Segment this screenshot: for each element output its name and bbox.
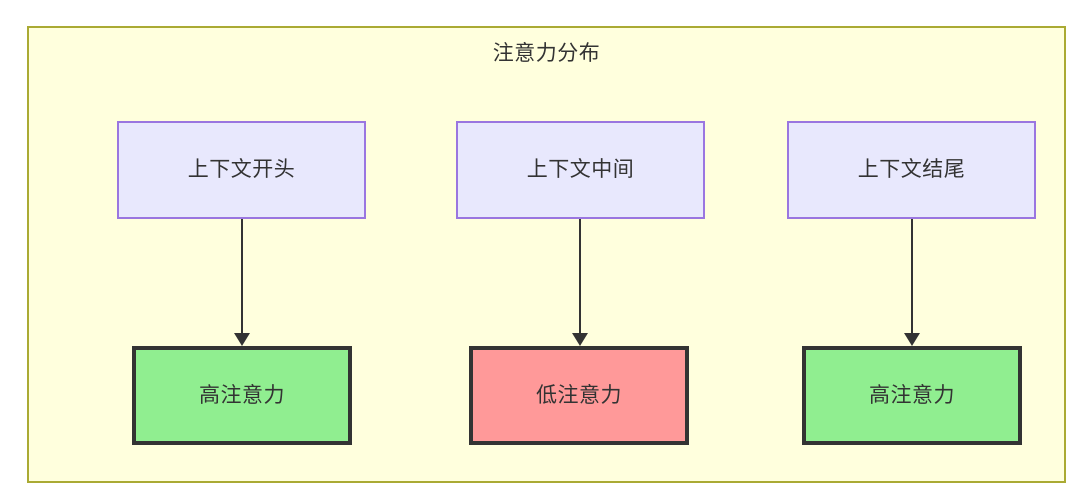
node-context-end[interactable]: 上下文结尾 — [787, 121, 1036, 219]
edge-context-start-to-high-attention — [234, 219, 250, 346]
edge-context-end-to-high-attention — [904, 219, 920, 346]
node-high-attention-end[interactable]: 高注意力 — [802, 346, 1022, 445]
node-context-start-label: 上下文开头 — [187, 158, 296, 181]
edge-context-middle-to-low-attention — [572, 219, 588, 346]
attention-distribution-subgraph: 注意力分布 上下文开头 上下文中间 上下文结尾 高注意力 低注意力 高注意力 — [27, 26, 1066, 483]
node-low-attention-middle-label: 低注意力 — [536, 383, 622, 407]
node-context-middle-label: 上下文中间 — [526, 158, 635, 181]
node-context-start[interactable]: 上下文开头 — [117, 121, 366, 219]
node-low-attention-middle[interactable]: 低注意力 — [469, 346, 689, 445]
node-context-end-label: 上下文结尾 — [857, 158, 966, 181]
node-context-middle[interactable]: 上下文中间 — [456, 121, 705, 219]
subgraph-title: 注意力分布 — [492, 42, 601, 65]
node-high-attention-start-label: 高注意力 — [199, 383, 285, 407]
node-high-attention-end-label: 高注意力 — [869, 383, 955, 407]
node-high-attention-start[interactable]: 高注意力 — [132, 346, 352, 445]
